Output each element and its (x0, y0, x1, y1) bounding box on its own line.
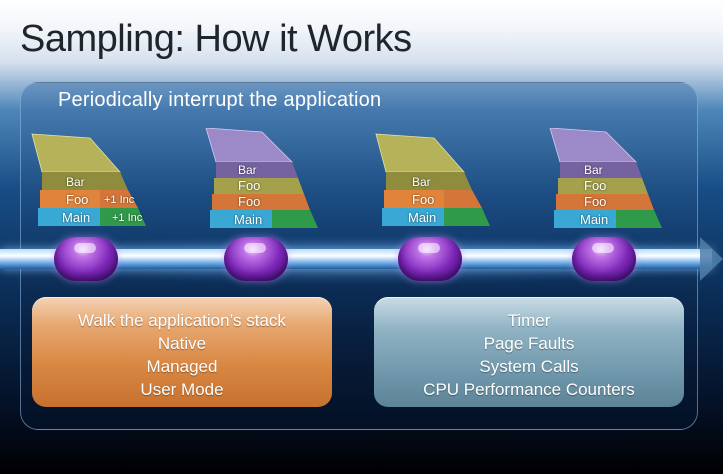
stack-2-label-foo-1: Foo (238, 178, 261, 193)
stack-4-slab-foo-2 (556, 194, 654, 210)
stack-3-label-main: Main (408, 210, 437, 225)
stack-2-label-foo-2: Foo (238, 194, 261, 209)
timeline-rod (0, 249, 712, 269)
stack-1-label-main: Main (62, 210, 91, 225)
stack-3-graphic (375, 133, 490, 226)
stack-3-top-slab (375, 133, 465, 173)
call-stack-1: Bar Foo +1 Inc Main +1 Inc (28, 128, 146, 232)
stack-4-label-foo-1: Foo (584, 178, 607, 193)
stack-2-slab-bar (216, 162, 298, 178)
stack-1-main-face (38, 208, 100, 226)
stack-walk-managed: Managed (146, 357, 218, 376)
timeline-arrow-icon (700, 237, 723, 281)
interrupt-sources-box: Timer Page Faults System Calls CPU Perfo… (374, 297, 684, 407)
stack-walk-box: Walk the application’s stack Native Mana… (32, 297, 332, 407)
stack-1-note-foo: +1 Inc (104, 194, 135, 206)
stack-2-top-slab (205, 128, 293, 163)
stack-walk-user-mode: User Mode (140, 380, 224, 399)
call-stack-4: Bar Foo Foo Main (544, 128, 662, 232)
stack-walk-heading: Walk the application’s stack (78, 311, 286, 330)
stack-1-foo-face (40, 190, 100, 208)
call-stack-3: Bar Foo Main (372, 128, 490, 232)
stack-1-graphic (31, 133, 146, 226)
stack-3-main-face (382, 208, 444, 226)
stack-2-main-face (210, 210, 272, 228)
stack-2-label-bar: Bar (238, 163, 257, 177)
sample-bead-icon (572, 237, 636, 281)
stack-2-graphic (205, 128, 318, 228)
source-cpu-counters: CPU Performance Counters (423, 380, 635, 399)
stack-4-slab-foo-1 (558, 178, 648, 194)
stack-4-main-face (554, 210, 616, 228)
stack-2-label-main: Main (234, 212, 263, 227)
stack-4-label-bar: Bar (584, 163, 603, 177)
stack-3-foo-face (384, 190, 444, 208)
stack-4-slab-bar (560, 162, 642, 178)
stack-1-label-bar: Bar (66, 175, 85, 189)
call-stack-2: Bar Foo Foo Main (200, 128, 318, 232)
sample-bead-icon (54, 237, 118, 281)
stack-2-slab-foo-2 (212, 194, 310, 210)
stack-1-note-main: +1 Inc (112, 212, 143, 224)
stack-4-graphic (549, 128, 662, 228)
stack-1-slab-bar (42, 172, 128, 190)
source-timer: Timer (507, 311, 551, 330)
stack-1-label-foo: Foo (66, 192, 89, 207)
stack-2-slab-foo-1 (214, 178, 304, 194)
stack-4-label-foo-2: Foo (584, 194, 607, 209)
stack-3-slab-bar (386, 172, 472, 190)
stack-4-label-main: Main (580, 212, 609, 227)
sample-bead-icon (398, 237, 462, 281)
slide-subtitle: Periodically interrupt the application (58, 89, 382, 111)
stack-3-label-foo: Foo (412, 192, 435, 207)
sample-bead-icon (224, 237, 288, 281)
stack-walk-native: Native (157, 334, 207, 353)
source-page-faults: Page Faults (483, 334, 575, 353)
stack-4-top-slab (549, 128, 637, 163)
source-system-calls: System Calls (479, 357, 579, 376)
stack-1-top-slab (31, 133, 121, 173)
slide-title: Sampling: How it Works (20, 18, 412, 60)
stack-3-label-bar: Bar (412, 175, 431, 189)
